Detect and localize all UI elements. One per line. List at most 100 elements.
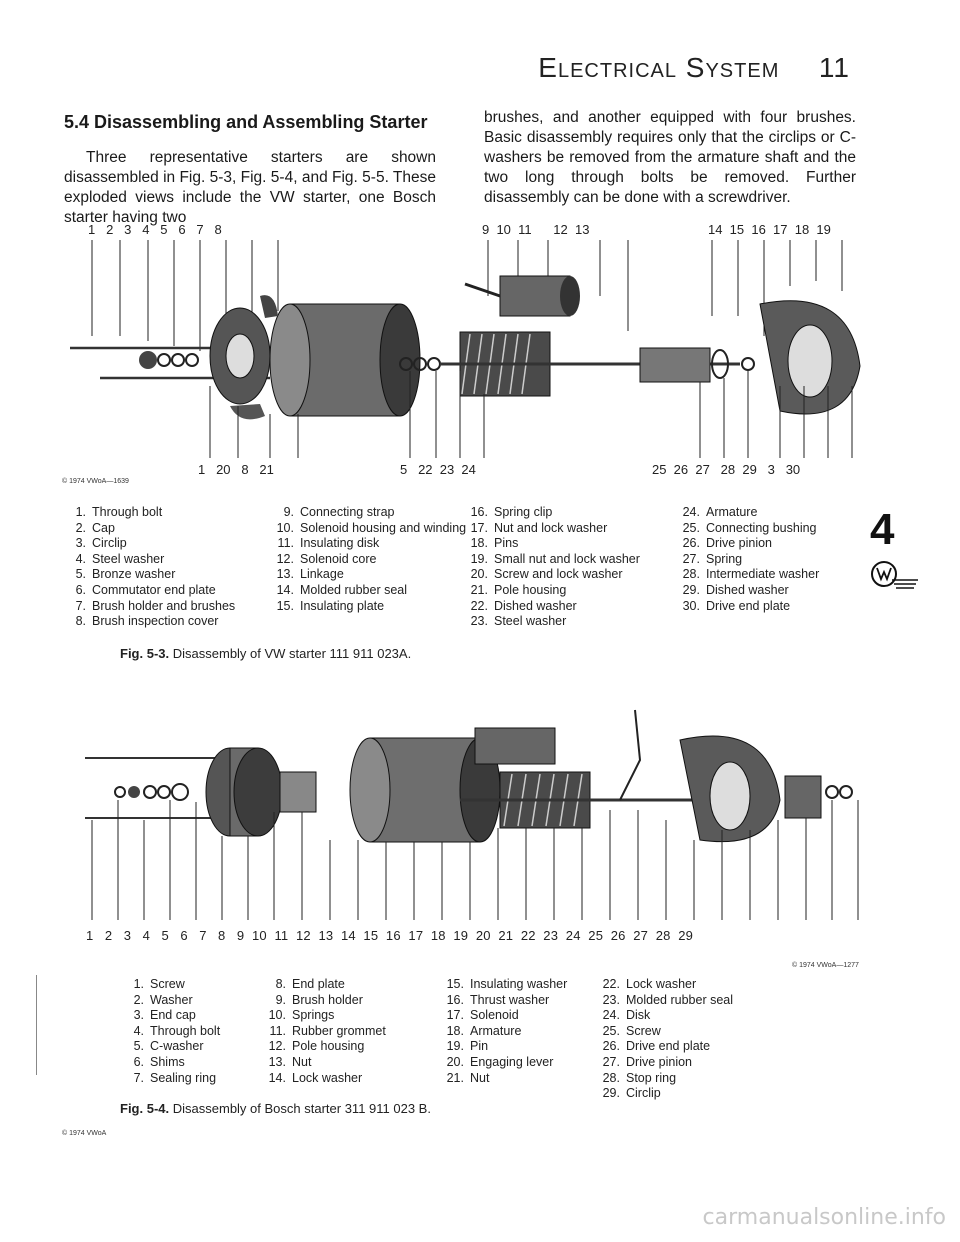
legend-text: End cap [150,1008,196,1023]
legend-text: Steel washer [92,551,165,566]
legend-item: 16.Spring clip [464,505,674,521]
paragraph-right: brushes, and another equipped with four … [484,109,856,206]
legend-item: 13.Linkage [270,567,470,583]
legend-number: 21. [446,1070,464,1085]
legend-number: 2. [75,520,86,535]
fig4-caption: Fig. 5-4. Disassembly of Bosch starter 3… [120,1101,431,1116]
legend-item: 24.Armature [676,505,866,521]
legend-number: 28. [602,1070,620,1085]
legend-number: 13. [268,1054,286,1069]
chapter-tab: 4 [870,505,895,554]
legend-item: 1.Screw [120,977,280,993]
legend-text: Disk [626,1008,651,1023]
legend-text: C-washer [150,1039,204,1054]
legend-number: 4. [75,551,86,566]
legend-number: 23. [602,992,620,1007]
legend-number: 9. [275,992,286,1007]
legend-number: 1. [133,977,144,991]
legend-item: 14.Molded rubber seal [270,583,470,599]
legend-text: Pole housing [292,1039,365,1054]
legend-number: 5. [75,567,86,582]
fig3-credit: © 1974 VWoA—1639 [62,478,129,485]
legend-text: Lock washer [292,1070,363,1085]
legend-number: 15. [276,598,294,613]
legend-text: Spring clip [494,505,553,519]
fig3-caption-label: Fig. 5-3. [120,646,170,661]
legend-number: 16. [446,992,464,1007]
legend-text: Springs [292,1008,335,1023]
legend-number: 23. [470,614,488,629]
legend-item: 28.Stop ring [596,1071,796,1087]
legend-number: 17. [470,520,488,535]
legend-item: 3. End cap [120,1008,280,1024]
legend-number: 7. [75,598,86,613]
legend-number: 20. [446,1054,464,1069]
legend-text: Circlip [626,1086,661,1101]
legend-text: Through bolt [150,1023,221,1038]
legend-text: Solenoid core [300,551,377,566]
legend-number: 3. [133,1008,144,1023]
legend-text: Nut [292,1054,312,1069]
legend-number: 22. [602,977,620,991]
legend-number: 25. [682,520,700,535]
legend-number: 1. [75,505,86,519]
legend-text: Solenoid [470,1008,519,1023]
legend-text: Pin [470,1039,489,1054]
fig3-bottom-numbers-right: 25 26 27 28 29 3 30 [652,462,801,477]
legend-text: Small nut and lock washer [494,551,640,566]
legend-item: 27.Drive pinion [596,1055,796,1071]
legend-text: Intermediate washer [706,567,820,582]
legend-number: 10. [276,520,294,535]
legend-item: 14.Lock washer [262,1071,442,1087]
legend-text: Brush inspection cover [92,614,219,629]
legend-text: Dished washer [494,598,577,613]
legend-item: 8.Brush inspection cover [62,614,262,630]
legend-item: 15.Insulating washer [440,977,630,993]
legend-item: 2.Washer [120,993,280,1009]
fig4-exploded-view [85,709,859,920]
legend-number: 27. [682,551,700,566]
legend-number: 19. [446,1039,464,1054]
legend-text: Armature [470,1023,522,1038]
legend-text: Nut and lock washer [494,520,608,535]
legend-text: Steel washer [494,614,567,629]
legend-item: 12.Pole housing [262,1039,442,1055]
legend-text: Connecting strap [300,505,395,519]
legend-text: Screw and lock washer [494,567,623,582]
legend-item: 19. Pin [440,1039,630,1055]
legend-item: 29.Circlip [596,1086,796,1102]
legend-item: 1.Through bolt [62,505,262,521]
legend-text: Sealing ring [150,1070,217,1085]
legend-number: 12. [276,551,294,566]
legend-item: 21.Nut [440,1071,630,1087]
legend-item: 10.Springs [262,1008,442,1024]
legend-item: 7.Brush holder and brushes [62,599,262,615]
legend-text: Insulating plate [300,598,385,613]
fig3-top-numbers-right: 14 15 16 17 18 19 [708,222,831,237]
legend-text: Molded rubber seal [626,992,734,1007]
page-number: 11 [818,52,850,83]
legend-number: 24. [682,505,700,519]
legend-item: 17. Nut and lock washer [464,521,674,537]
legend-item: 22.Dished washer [464,599,674,615]
legend-item: 4.Through bolt [120,1024,280,1040]
legend-text: Insulating disk [300,536,380,551]
header-title: Electrical System [538,52,780,83]
legend-text: Drive end plate [626,1039,711,1054]
legend-item: 9.Brush holder [262,993,442,1009]
legend-text: Molded rubber seal [300,582,408,597]
legend-number: 5. [133,1039,144,1054]
legend-number: 9. [283,505,294,519]
legend-number: 15. [446,977,464,991]
legend-text: Commutator end plate [92,582,216,597]
legend-number: 20. [470,567,488,582]
legend-number: 19. [470,551,488,566]
legend-item: 10.Solenoid housing and winding [270,521,470,537]
legend-number: 21. [470,582,488,597]
legend-item: 24.Disk [596,1008,796,1024]
fig3-top-numbers-left: 1 2 3 4 5 6 7 8 [88,222,222,237]
legend-number: 2. [133,992,144,1007]
